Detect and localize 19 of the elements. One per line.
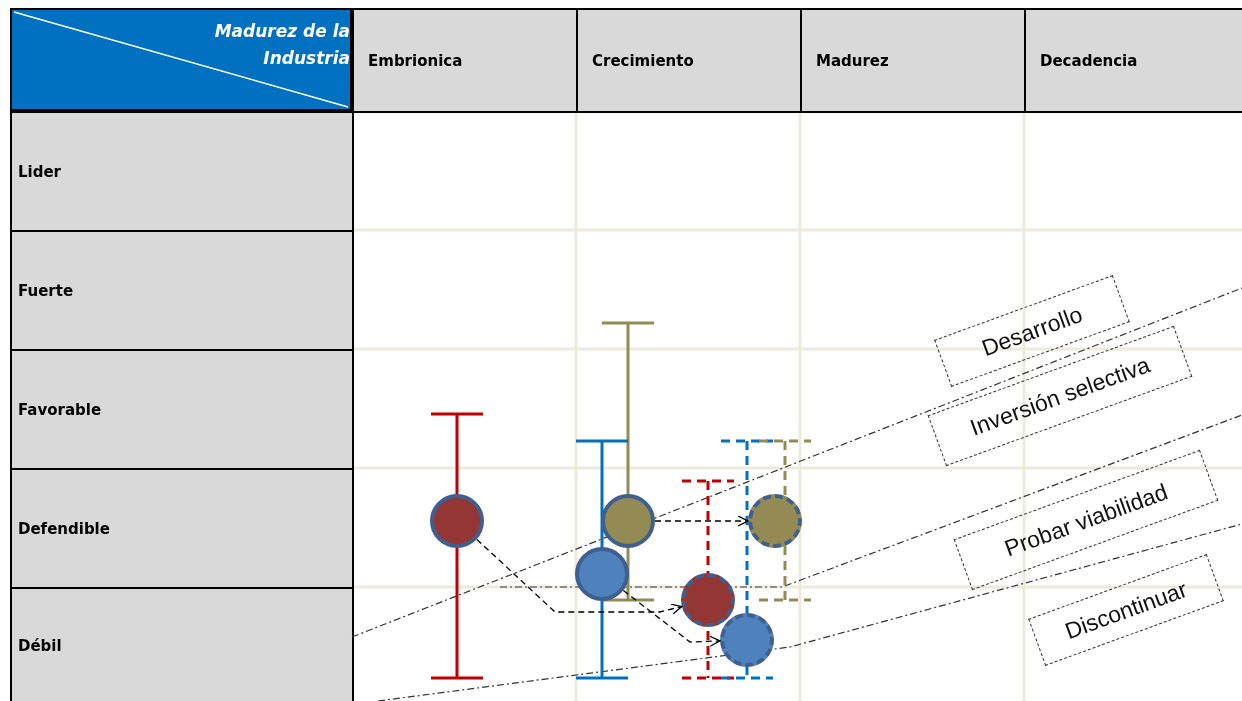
header-text: Madurez de la Industria	[213, 20, 350, 70]
row-header: Defendible	[10, 468, 354, 589]
row-header: Débil	[10, 587, 354, 701]
row-header: Fuerte	[10, 230, 354, 351]
column-header: Decadencia	[1024, 8, 1242, 113]
bubble	[720, 613, 774, 667]
arrow	[654, 515, 749, 527]
column-header: Crecimiento	[576, 8, 802, 113]
bubble	[681, 573, 735, 627]
arrow	[622, 589, 721, 647]
row-header: Lider	[10, 111, 354, 232]
bubble	[748, 494, 802, 548]
bubble	[601, 494, 655, 548]
arrow	[476, 538, 683, 615]
row-header: Favorable	[10, 349, 354, 470]
column-header: Madurez	[800, 8, 1026, 113]
bubble	[575, 547, 629, 601]
bubble	[430, 494, 484, 548]
column-header: Embrionica	[352, 8, 578, 113]
